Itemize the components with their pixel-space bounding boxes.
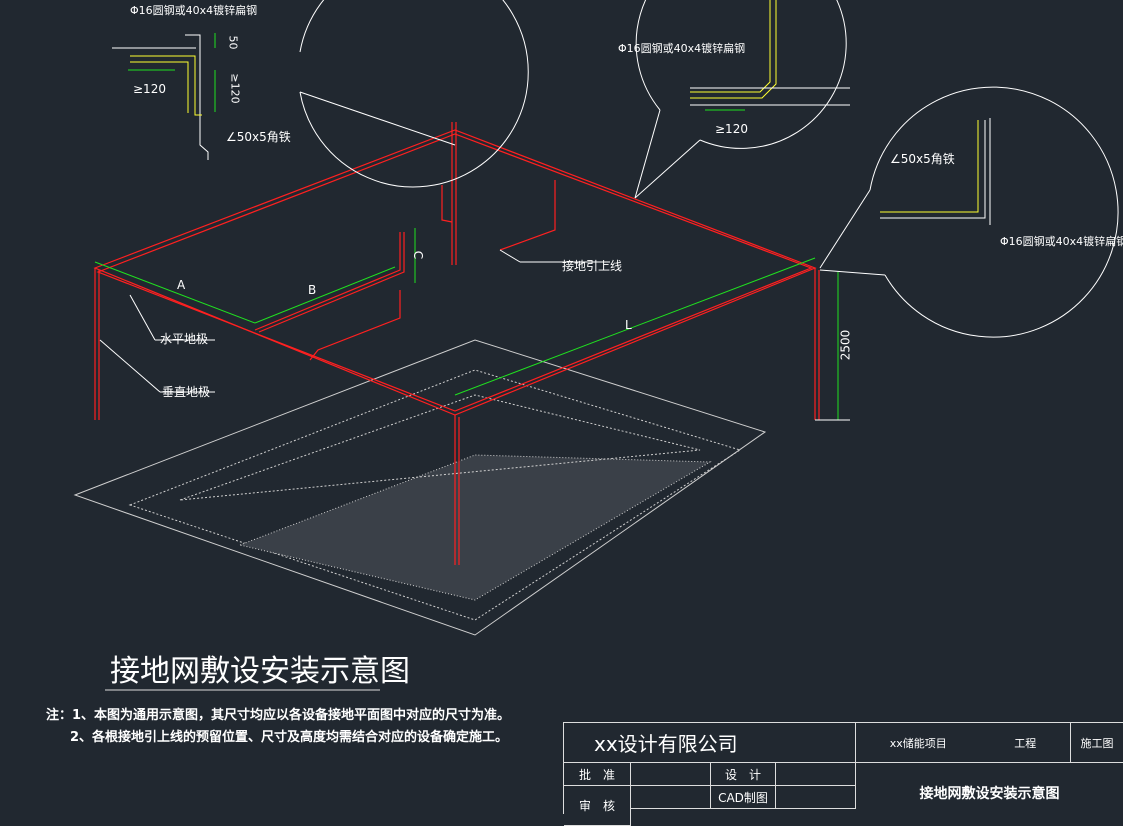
detail-callout-1	[299, 0, 529, 188]
detail1-dim-h: ≥120	[133, 82, 166, 96]
gravel-bed	[238, 454, 712, 601]
detail1-material-label: Φ16圆钢或40x4镀锌扁钢	[130, 4, 258, 17]
note-1: 注：1、本图为通用示意图，其尺寸均应以各设备接地平面图中对应的尺寸为准。	[46, 708, 511, 723]
detail-dimensions	[128, 33, 745, 112]
excavation-pit	[73, 339, 767, 636]
project-cell: xx储能项目 工程	[856, 723, 1071, 763]
detail2-material-label: Φ16圆钢或40x4镀锌扁钢	[618, 42, 746, 55]
ground-grid	[93, 122, 820, 565]
detail1-dim-v: ≥120	[228, 73, 242, 104]
dim-height: 2500	[838, 329, 853, 361]
detail3-material-label: Φ16圆钢或40x4镀锌扁钢	[1000, 235, 1123, 248]
detail1-dim-top: 50	[226, 35, 240, 50]
detail-callout-3	[869, 86, 1119, 338]
dim-a: A	[177, 278, 186, 292]
detail3-angle-iron: ∠50x5角铁	[890, 152, 955, 166]
review-value	[631, 786, 711, 809]
project-name: xx储能项目	[889, 736, 947, 750]
project-suffix: 工程	[1014, 736, 1037, 750]
riser-b	[254, 232, 401, 331]
cad-value	[776, 786, 856, 809]
dimension-lines	[94, 228, 839, 420]
dim-b: B	[308, 283, 317, 297]
company-name: xx设计有限公司	[564, 723, 856, 763]
pit-outline	[73, 339, 767, 636]
horizontal-electrode-label: 水平地极	[160, 332, 209, 346]
note-2: 2、各根接地引上线的预留位置、尺寸及高度均需结合对应的设备确定施工。	[70, 730, 509, 745]
design-label: 设 计	[711, 763, 776, 786]
vertical-electrode-label: 垂直地极	[162, 385, 211, 399]
stage: 施工图	[1071, 723, 1123, 763]
dim-l: L	[625, 318, 632, 332]
approve-value	[631, 763, 711, 786]
approve-label: 批 准	[564, 763, 631, 786]
dim-c: C	[411, 250, 426, 260]
leader-lines	[99, 0, 1119, 421]
riser-label: 接地引上线	[562, 259, 623, 273]
title-block: xx设计有限公司 xx储能项目工程 施工图 批 准 设 计 审 核 CAD制图 …	[563, 722, 1123, 826]
review-label: 审 核	[564, 786, 631, 826]
drawing-title: 接地网敷设安装示意图	[110, 654, 410, 689]
cad-label: CAD制图	[711, 786, 776, 809]
design-value	[776, 763, 856, 786]
drawing-name: 接地网敷设安装示意图	[856, 763, 1123, 823]
detail-callout-2	[635, 0, 847, 149]
detail1-angle-iron: ∠50x5角铁	[226, 130, 291, 144]
detail2-dim-h: ≥120	[715, 122, 748, 136]
